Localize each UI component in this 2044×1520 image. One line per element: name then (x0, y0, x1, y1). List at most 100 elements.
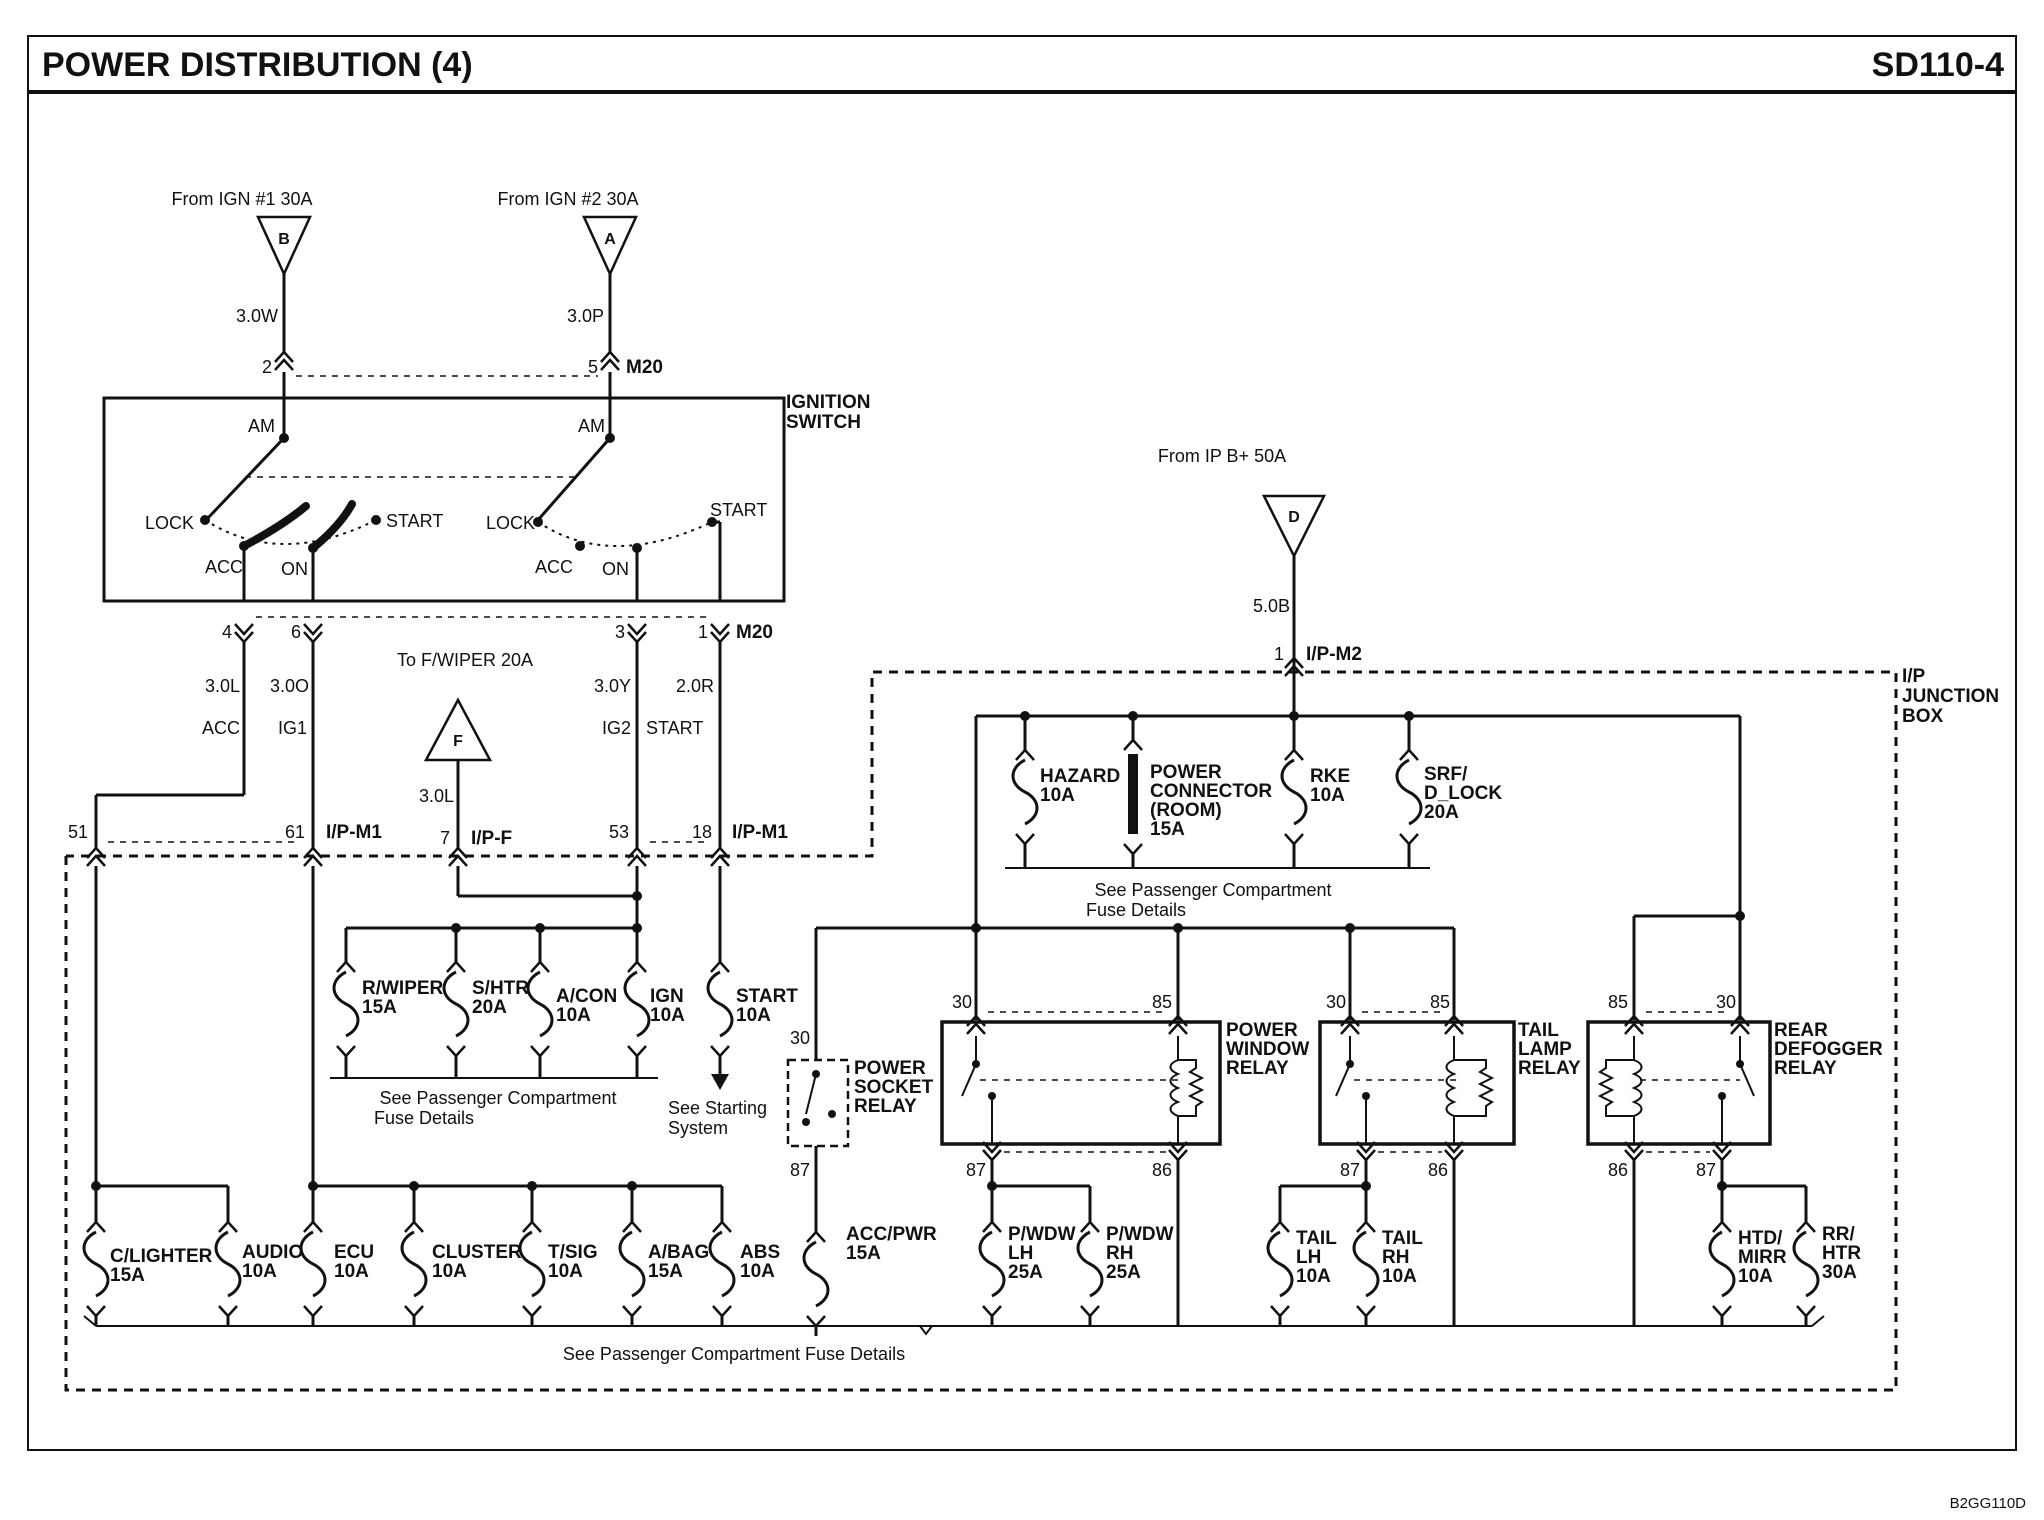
on-label-2: ON (602, 559, 629, 579)
tl-pin-87: 87 (1340, 1160, 1360, 1180)
fuse-a-bag (618, 1210, 646, 1328)
acc-label-1: ACC (205, 557, 243, 577)
fuse-s-htr-rating: 20A (472, 997, 507, 1018)
jb-pin-7: 7 (440, 828, 450, 848)
fuse-audio (214, 1210, 242, 1328)
fuse-rke-name: RKE (1310, 766, 1350, 787)
pw-pin-30: 30 (952, 992, 972, 1012)
switch-pin-3: 3 (615, 622, 625, 642)
page-code: SD110-4 (1872, 46, 2004, 84)
ig2-bus (330, 866, 658, 1079)
tail-lamp-relay (1278, 1011, 1516, 1326)
fuse-rr-htr-line1: RR/ (1822, 1224, 1855, 1245)
tl-line3: RELAY (1518, 1058, 1581, 1079)
source-a-id: A (604, 231, 616, 248)
fuse-acc-pwr (802, 1220, 830, 1338)
ignition-switch-title-1: IGNITION (786, 392, 870, 413)
switch-pin-4: 4 (222, 622, 232, 642)
fuse-p-wdw-lh-line1: P/WDW (1008, 1224, 1076, 1245)
fuse-p-wdw-rh-line2: RH (1106, 1243, 1133, 1264)
am-label-1: AM (248, 416, 275, 436)
fuse-cluster (400, 1210, 428, 1328)
fuse-r-wiper-rating: 15A (362, 997, 397, 1018)
fuse-a-con-name: A/CON (556, 986, 617, 1007)
fuse-tail-lh-line1: TAIL (1296, 1228, 1337, 1249)
fuse-tail-rh-rating: 10A (1382, 1266, 1417, 1287)
source-b-wire: 3.0W (236, 306, 278, 326)
fuse-p-wdw-rh-rating: 25A (1106, 1262, 1141, 1283)
tl-pin-86: 86 (1428, 1160, 1448, 1180)
jb-pin-61: 61 (285, 822, 305, 842)
jb-pin-53: 53 (609, 822, 629, 842)
rd-line3: RELAY (1774, 1058, 1837, 1079)
power-socket-line1: POWER (854, 1058, 926, 1079)
fuse-pc-line2: CONNECTOR (1150, 781, 1272, 802)
start-label-2: START (710, 500, 767, 520)
ignition-switch-box (102, 396, 786, 603)
source-a-wire: 3.0P (567, 306, 604, 326)
fuse-tail-rh-line1: TAIL (1382, 1228, 1423, 1249)
note-fuse-details-bottom: See Passenger Compartment Fuse Details (563, 1344, 905, 1364)
acc-wire: 3.0L (205, 676, 240, 696)
fuse-rr-htr-rating: 30A (1822, 1262, 1857, 1283)
on-label-1: ON (281, 559, 308, 579)
fuse-power-connector (1123, 716, 1143, 868)
jb-connector-ipm1-b: I/P-M1 (732, 822, 788, 843)
switch-pin-6: 6 (291, 622, 301, 642)
fuse-cluster-rating: 10A (432, 1261, 467, 1282)
fuse-tail-lh (1266, 1210, 1294, 1328)
pw-pin-87: 87 (966, 1160, 986, 1180)
fuse-c-lighter (82, 1210, 110, 1328)
tl-pin-85: 85 (1430, 992, 1450, 1012)
fuse-ecu (299, 1210, 327, 1328)
jb-connector-ipf: I/P-F (471, 828, 512, 849)
source-b-pin: 2 (262, 357, 272, 377)
ignition-switch-internals (200, 372, 722, 601)
fuse-audio-name: AUDIO (242, 1242, 303, 1263)
fuse-htd-mirr-rating: 10A (1738, 1266, 1773, 1287)
start-label-1: START (386, 511, 443, 531)
ig1-circuit: IG1 (278, 718, 307, 738)
source-f-wire: 3.0L (419, 786, 454, 806)
fuse-rke (1280, 738, 1308, 856)
acc-ig1-buses (91, 866, 724, 1212)
tl-line1: TAIL (1518, 1020, 1559, 1041)
fuse-acc-pwr-name: ACC/PWR (846, 1224, 937, 1245)
fuse-c-lighter-rating: 15A (110, 1265, 145, 1286)
note-starting-2: System (668, 1118, 728, 1138)
rd-pin-86: 86 (1608, 1160, 1628, 1180)
connector-arrow (599, 350, 621, 372)
fuse-ecu-rating: 10A (334, 1261, 369, 1282)
jb-pin-51: 51 (68, 822, 88, 842)
fuse-acc-pwr-rating: 15A (846, 1243, 881, 1264)
pw-line3: RELAY (1226, 1058, 1289, 1079)
fuse-t-sig (518, 1210, 546, 1328)
fuse-s-htr (442, 950, 470, 1068)
fuse-a-bag-rating: 15A (648, 1261, 683, 1282)
fuse-cluster-name: CLUSTER (432, 1242, 522, 1263)
source-a-triangle (582, 215, 638, 278)
fuse-tail-rh (1352, 1210, 1380, 1328)
fuse-htd-mirr-line1: HTD/ (1738, 1228, 1783, 1249)
source-d-wire: 5.0B (1253, 596, 1290, 616)
ig2-circuit: IG2 (602, 718, 631, 738)
fuse-htd-mirr (1708, 1210, 1736, 1328)
junction-box-title-2: JUNCTION (1902, 686, 1999, 707)
power-socket-relay (786, 1040, 850, 1222)
junction-box-title-3: BOX (1902, 706, 1944, 727)
lock-label-1: LOCK (145, 513, 194, 533)
source-f-id: F (453, 733, 463, 750)
source-b-triangle (256, 215, 312, 278)
fuse-rr-htr-line2: HTR (1822, 1243, 1861, 1264)
tl-line2: LAMP (1518, 1039, 1572, 1060)
fuse-t-sig-rating: 10A (548, 1261, 583, 1282)
fuse-srf-line2: D_LOCK (1424, 783, 1502, 804)
fuse-hazard-name: HAZARD (1040, 766, 1120, 787)
jb-entry-connectors (85, 841, 731, 868)
jb-pin-18: 18 (692, 822, 712, 842)
fuse-a-bag-name: A/BAG (648, 1242, 709, 1263)
switch-connector-m20: M20 (736, 622, 773, 643)
fuse-rke-rating: 10A (1310, 785, 1345, 806)
fuse-abs-rating: 10A (740, 1261, 775, 1282)
